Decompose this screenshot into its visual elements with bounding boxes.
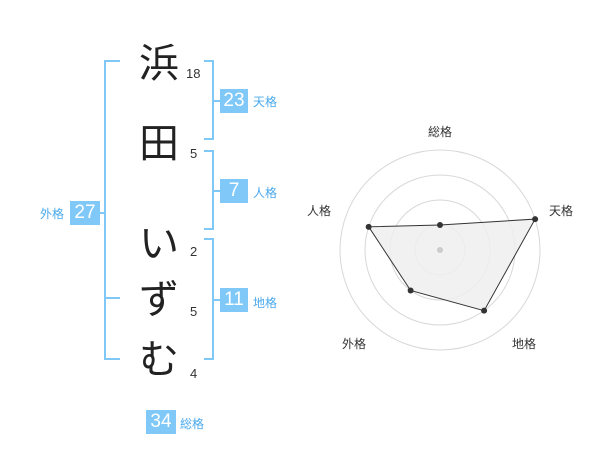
chikaku-connector: [212, 299, 220, 301]
stroke-count-2: 5: [190, 146, 198, 161]
chikaku-bracket-top: [204, 238, 214, 240]
chikaku-bracket-bottom: [204, 358, 214, 360]
gaikaku-bracket-vertical: [104, 60, 106, 360]
name-char-5: む: [139, 337, 179, 383]
name-char-1: 浜: [139, 41, 179, 87]
gaikaku-badge: 27: [70, 201, 100, 225]
stroke-count-1: 18: [186, 66, 201, 81]
jinkaku-label: 人格: [253, 186, 278, 200]
radar-axis-label-tenkaku: 天格: [549, 204, 574, 218]
tenkaku-badge: 23: [220, 89, 248, 113]
radar-point-1: [437, 222, 443, 228]
radar-point-2: [532, 216, 539, 223]
radar-area: [367, 218, 536, 312]
gaikaku-bracket-bottom: [104, 358, 120, 360]
name-char-3: い: [139, 221, 179, 267]
radar-axis-label-jinkaku: 人格: [307, 204, 332, 218]
radar-axis-label-gaikaku: 外格: [342, 337, 367, 351]
stroke-count-4: 5: [190, 304, 198, 319]
jinkaku-bracket-top: [204, 150, 214, 152]
chikaku-label: 地格: [253, 296, 278, 310]
soukaku-badge: 34: [146, 410, 176, 434]
jinkaku-bracket-bottom: [204, 228, 214, 230]
gaikaku-bracket-top: [104, 60, 120, 62]
radar-point-4: [407, 287, 414, 294]
radar-axis-label-chikaku: 地格: [512, 337, 537, 351]
name-char-4: ず: [139, 277, 179, 323]
jinkaku-badge: 7: [220, 179, 248, 203]
radar-axis-label-soukaku: 総格: [428, 125, 453, 139]
tenkaku-label: 天格: [253, 95, 278, 109]
name-char-2: 田: [139, 121, 179, 167]
gaikaku-bracket-mid: [104, 297, 120, 299]
tenkaku-bracket-bottom: [204, 138, 214, 140]
chikaku-badge: 11: [220, 288, 248, 312]
stroke-count-5: 4: [190, 366, 198, 381]
radar-center-dot: [437, 247, 443, 253]
radar-points: [365, 216, 539, 314]
tenkaku-bracket-top: [204, 60, 214, 62]
tenkaku-connector: [212, 100, 220, 102]
stroke-count-3: 2: [190, 244, 198, 259]
gaikaku-label: 外格: [40, 207, 65, 221]
radar-point-3: [481, 307, 488, 314]
soukaku-label: 総格: [180, 417, 205, 431]
radar-point-5: [365, 223, 372, 230]
radar-ring-4: [339, 149, 541, 351]
jinkaku-connector: [212, 190, 220, 192]
